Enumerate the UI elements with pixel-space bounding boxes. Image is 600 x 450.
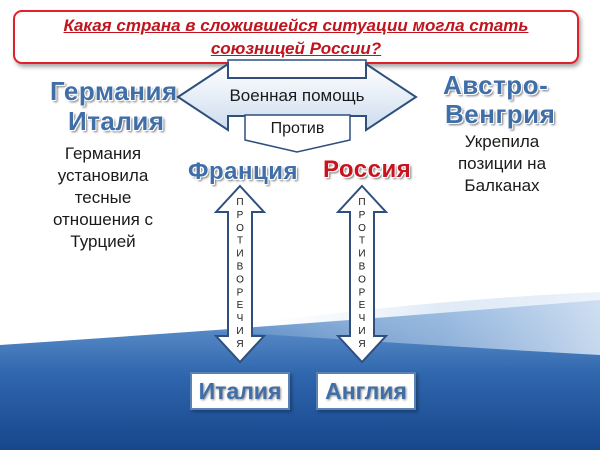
germany-note-line: Германия bbox=[64, 144, 142, 163]
box-italy: Италия bbox=[190, 372, 290, 410]
germany-note-line: установила bbox=[57, 166, 149, 185]
military-aid-label: Военная помощь bbox=[229, 86, 365, 105]
vertical-letter: В bbox=[359, 262, 366, 273]
vertical-letter: П bbox=[236, 197, 243, 208]
austria-note-line: Балканах bbox=[464, 176, 540, 195]
germany-note-line: Турцией bbox=[70, 232, 136, 251]
austria-note-line: позиции на bbox=[457, 154, 547, 173]
vertical-letter: Р bbox=[237, 287, 244, 298]
vertical-letter: Т bbox=[359, 236, 365, 247]
question-title: Какая страна в сложившейся ситуации могл… bbox=[63, 16, 529, 58]
vertical-letter: О bbox=[358, 274, 366, 285]
germany-note-line: тесные bbox=[74, 188, 132, 207]
vertical-letter: В bbox=[237, 262, 244, 273]
vertical-letter: Р bbox=[237, 210, 244, 221]
vertical-letter: И bbox=[236, 326, 243, 337]
question-title-box: Какая страна в сложившейся ситуации могл… bbox=[13, 10, 579, 64]
vertical-letter: Р bbox=[359, 210, 366, 221]
vertical-letter: Е bbox=[359, 300, 366, 311]
label-russia: Россия bbox=[323, 156, 412, 183]
vertical-letter: Т bbox=[237, 236, 243, 247]
heading-germany: Германия bbox=[50, 76, 178, 106]
vertical-letter: Е bbox=[237, 300, 244, 311]
germany-note: Германия установила тесные отношения с Т… bbox=[40, 143, 166, 253]
right-contradiction-arrow bbox=[335, 184, 389, 364]
vertical-letter: Р bbox=[359, 287, 366, 298]
austria-note: Укрепила позиции на Балканах bbox=[448, 131, 556, 197]
germany-note-line: отношения с bbox=[52, 210, 154, 229]
vertical-letter: О bbox=[358, 223, 366, 234]
against-pentagon bbox=[244, 114, 351, 153]
heading-austria: Австро- bbox=[443, 70, 549, 100]
left-contradiction-arrow bbox=[213, 184, 267, 364]
vertical-letter: Ч bbox=[237, 313, 244, 324]
vertical-letter: Ч bbox=[359, 313, 366, 324]
heading-italy: Италия bbox=[68, 106, 165, 136]
vertical-letter: И bbox=[358, 249, 365, 260]
against-label: Против bbox=[270, 120, 325, 137]
austria-note-line: Укрепила bbox=[464, 132, 540, 151]
vertical-letter: П bbox=[358, 197, 365, 208]
vertical-letter: И bbox=[236, 249, 243, 260]
vertical-letter: Я bbox=[236, 339, 243, 350]
vertical-letter: О bbox=[236, 223, 244, 234]
top-connector-box bbox=[227, 59, 367, 79]
heading-hungary: Венгрия bbox=[445, 99, 556, 129]
vertical-letter: О bbox=[236, 274, 244, 285]
vertical-letter: Я bbox=[358, 339, 365, 350]
label-france: Франция bbox=[188, 158, 298, 185]
vertical-letter: И bbox=[358, 326, 365, 337]
box-england: Англия bbox=[316, 372, 416, 410]
military-aid-double-arrow bbox=[176, 62, 418, 132]
